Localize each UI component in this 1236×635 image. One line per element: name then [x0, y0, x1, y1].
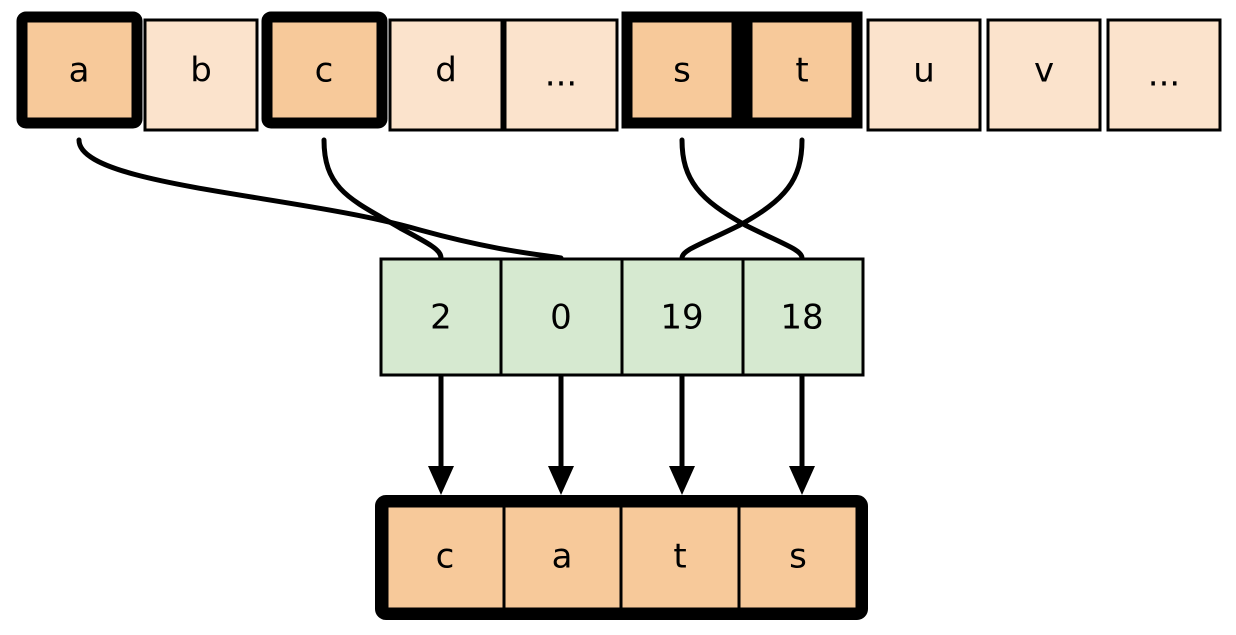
alphabet-cell-s-label: s	[673, 51, 691, 91]
arrow-index0-to-output0	[428, 375, 454, 495]
output-cell-3[interactable]: s	[737, 504, 859, 611]
output-cell-2-box[interactable]	[619, 504, 741, 611]
alphabet-cell-v-box[interactable]	[986, 18, 1102, 132]
index-cell-0-label: 2	[430, 298, 452, 338]
alphabet-cell-ellipsis-right-box[interactable]	[1106, 18, 1222, 132]
curve-c-to-index-2	[321, 137, 444, 261]
index-cell-3-box[interactable]	[741, 257, 865, 377]
alphabet-cell-v[interactable]: v	[986, 18, 1102, 132]
alphabet-cell-v-label: v	[1034, 51, 1054, 91]
alphabet-cell-a-box[interactable]	[16, 11, 143, 129]
index-cell-1-box[interactable]	[499, 257, 624, 377]
index-to-output-arrows	[428, 375, 815, 495]
output-cell-3-box[interactable]	[737, 504, 859, 611]
output-row-outer-border	[375, 495, 868, 620]
alphabet-cell-u-box[interactable]	[866, 18, 982, 132]
arrow-index1-to-output1	[548, 375, 574, 495]
alphabet-cell-ellipsis-right-label: ...	[1148, 55, 1180, 95]
alphabet-cell-ellipsis-left-label: ...	[545, 55, 577, 95]
output-cell-1-box[interactable]	[502, 504, 623, 611]
alphabet-cell-b-label: b	[190, 51, 212, 91]
alphabet-cell-ellipsis-left[interactable]: ...	[503, 18, 619, 132]
index-cell-1[interactable]: 0	[499, 257, 624, 377]
alphabet-cell-c[interactable]: c	[261, 11, 388, 129]
alphabet-cell-u-label: u	[913, 51, 935, 91]
output-cell-1[interactable]: a	[502, 504, 623, 611]
index-cell-3[interactable]: 18	[741, 257, 865, 377]
output-cell-0[interactable]: c	[385, 504, 506, 611]
curve-t-to-index-19	[679, 137, 805, 261]
alphabet-cell-ellipsis-left-box[interactable]	[503, 18, 619, 132]
output-cell-2-label: t	[673, 537, 686, 577]
output-cell-2[interactable]: t	[619, 504, 741, 611]
alphabet-cell-s[interactable]: s	[621, 11, 743, 129]
alphabet-to-index-curves	[76, 137, 805, 261]
output-cell-0-box[interactable]	[385, 504, 506, 611]
alphabet-cell-b[interactable]: b	[143, 18, 259, 132]
alphabet-cell-t-box[interactable]	[741, 11, 863, 129]
alphabet-cell-d-box[interactable]	[388, 18, 504, 132]
output-group-outline	[375, 495, 868, 620]
alphabet-cell-a-label: a	[69, 51, 90, 91]
index-cell-3-label: 18	[780, 298, 823, 338]
alphabet-cell-d-label: d	[435, 51, 457, 91]
curve-a-to-index-0	[76, 137, 564, 261]
alphabet-cell-a[interactable]: a	[16, 11, 143, 129]
output-cell-3-label: s	[789, 537, 807, 577]
output-cell-0-label: c	[436, 537, 455, 577]
alphabet-cell-t[interactable]: t	[741, 11, 863, 129]
index-cell-0[interactable]: 2	[379, 257, 503, 377]
alphabet-cell-d[interactable]: d	[388, 18, 504, 132]
arrow-index3-to-output3	[789, 375, 815, 495]
alphabet-cell-ellipsis-right[interactable]: ...	[1106, 18, 1222, 132]
alphabet-cell-b-box[interactable]	[143, 18, 259, 132]
output-cell-1-label: a	[552, 537, 573, 577]
alphabet-cell-c-label: c	[315, 51, 334, 91]
alphabet-cell-t-label: t	[795, 51, 808, 91]
alphabet-cell-c-box[interactable]	[261, 11, 388, 129]
arrow-index2-to-output2	[669, 375, 695, 495]
alphabet-cell-s-box[interactable]	[621, 11, 743, 129]
index-cell-1-label: 0	[550, 298, 572, 338]
alphabet-cell-u[interactable]: u	[866, 18, 982, 132]
index-cell-0-box[interactable]	[379, 257, 503, 377]
index-cell-2-label: 19	[660, 298, 703, 338]
